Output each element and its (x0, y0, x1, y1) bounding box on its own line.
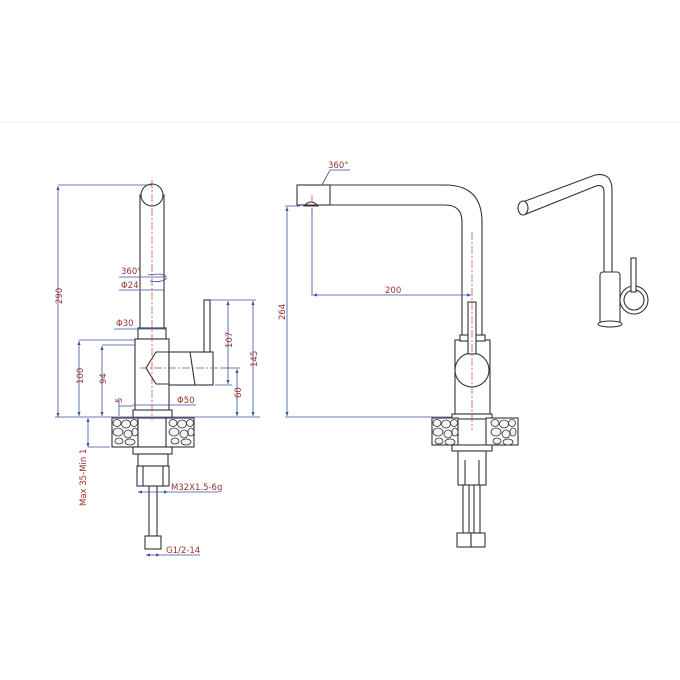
dim-handle-height-total: 145 (250, 351, 260, 367)
spout-outlet (296, 184, 331, 206)
dim-spout-diameter: Φ24 (121, 281, 139, 291)
dim-handle-axis-height: 60 (234, 387, 244, 398)
hose (148, 485, 158, 537)
dim-base-offset: 5 (115, 398, 125, 403)
dim-height-total: 290 (55, 288, 65, 304)
dim-base-diameter: Φ50 (177, 396, 195, 406)
spout-3d (519, 174, 613, 273)
front-view: 290 360° Φ24 Φ30 100 94 5 Φ50 107 145 60… (55, 180, 260, 557)
body-3d (599, 271, 621, 325)
side-rotation: 360° (328, 161, 348, 171)
dim-counter-thickness: Max 35-Min 1 (79, 449, 89, 506)
lever-3d (630, 257, 637, 293)
mount-nut (132, 446, 173, 455)
spout-side (297, 184, 483, 340)
dim-spout-reach: 200 (385, 286, 401, 296)
dim-rotation: 360° (121, 267, 141, 277)
dim-body-height: 100 (76, 368, 86, 384)
dim-lever-height: 107 (225, 332, 235, 348)
hose-nut (144, 535, 162, 550)
dim-collar-diameter: Φ30 (116, 319, 134, 329)
faucet-perspective-view (517, 174, 649, 328)
dim-hose-thread: G1/2-14 (166, 546, 200, 556)
dim-body-height-inner: 94 (99, 373, 109, 384)
side-view: 360° 264 200 (278, 161, 519, 548)
lever-front (203, 299, 211, 353)
shank (136, 465, 170, 487)
dim-shank-thread: M32X1.5-6g (171, 483, 222, 493)
dim-spout-height: 264 (278, 304, 288, 320)
